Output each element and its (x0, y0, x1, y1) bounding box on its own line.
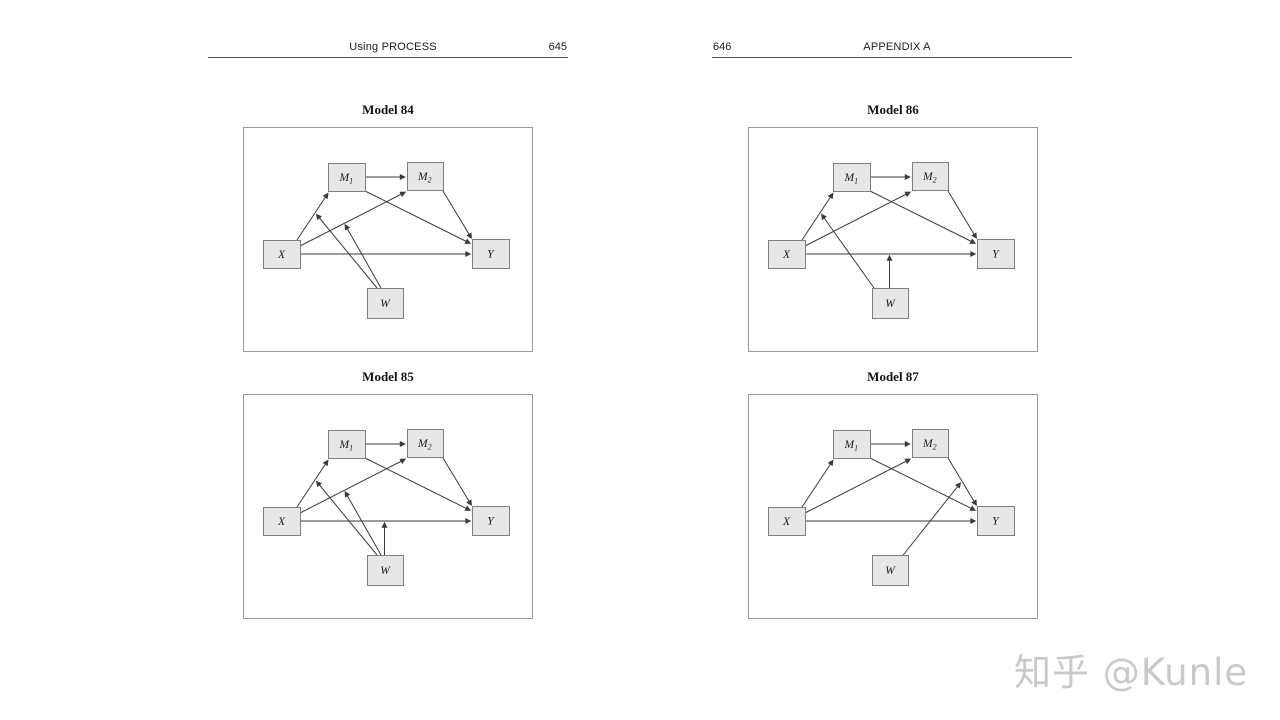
watermark: 知乎 @Kunle (1014, 651, 1249, 694)
model-84-node-X-label: X (277, 249, 286, 261)
model-86-edge-M2-Y-arrow (947, 190, 977, 240)
model-85-node-Y-box (472, 506, 510, 536)
model-85-node-W-box (367, 555, 404, 586)
model-84-node-W-label: W (380, 298, 391, 310)
model-85-node-X-box (263, 507, 301, 536)
page-number-left: 645 (548, 41, 567, 53)
model-86-edge-X-M1-arrow (801, 192, 834, 241)
model-85-moderation-W-on-X-M2-arrow (344, 490, 382, 556)
model-85-title: Model 85 (362, 369, 414, 384)
model-86-edge-X-M2-arrow (804, 191, 912, 247)
model-87-node-M1-box (833, 430, 871, 459)
model-85-node-X-label: X (277, 516, 286, 528)
model-84-node-Y-box (472, 239, 510, 269)
model-84-node-X-box (263, 240, 301, 269)
model-85-edge-M2-Y-arrow (442, 457, 472, 507)
model-86-node-W-box (872, 288, 909, 319)
model-85-node-M1-box (328, 430, 366, 459)
model-84-edge-M1-Y-arrow (364, 190, 472, 244)
model-84-moderation-W-on-X-M2-arrow (344, 223, 382, 289)
model-86-moderation-W-on-X-M1-arrow (820, 213, 875, 289)
model-87-node-M1-label: M1 (844, 439, 859, 453)
model-84-node-M2-box (407, 162, 444, 191)
model-86-node-X-box (768, 240, 806, 269)
model-84-node-M1-label: M1 (339, 172, 354, 186)
running-head-right: APPENDIX A (863, 41, 931, 53)
model-87-edge-X-M2-arrow (804, 458, 912, 514)
model-85-node-M2-label: M2 (417, 438, 432, 452)
model-87-diagram: M1 M2X Y W (748, 394, 1038, 619)
model-85-edge-X-M1-arrow (296, 459, 329, 508)
model-87-moderation-W-on-M2-Y-arrow (901, 482, 962, 557)
model-87-node-Y-label: Y (992, 516, 1000, 528)
model-87-edge-X-M1-arrow (801, 459, 834, 508)
model-86-frame (748, 127, 1038, 352)
model-85-node-M1-label: M1 (339, 439, 354, 453)
model-84-frame (243, 127, 533, 352)
model-87-edge-M1-Y-arrow (869, 457, 977, 511)
model-85-node-W-label: W (380, 565, 391, 577)
model-86-node-Y-label: Y (992, 249, 1000, 261)
model-84-title: Model 84 (362, 102, 414, 117)
model-87-node-M2-box (912, 429, 949, 458)
model-84-node-W-box (367, 288, 404, 319)
model-86-node-W-label: W (885, 298, 896, 310)
model-84-node-M2-label: M2 (417, 171, 432, 185)
model-86-node-Y-box (977, 239, 1015, 269)
model-85-edge-X-M2-arrow (299, 458, 407, 514)
model-87-node-W-label: W (885, 565, 896, 577)
model-86-edge-M1-Y-arrow (869, 190, 977, 244)
model-87-edge-M2-Y-arrow (947, 457, 977, 507)
model-86-node-M2-box (912, 162, 949, 191)
model-84-edge-X-M2-arrow (299, 191, 407, 247)
model-86-node-X-label: X (782, 249, 791, 261)
page-number-right: 646 (713, 41, 732, 53)
model-84-edge-X-M1-arrow (296, 192, 329, 241)
model-86-node-M1-box (833, 163, 871, 192)
model-84-edge-M2-Y-arrow (442, 190, 472, 240)
model-86-diagram: M1 M2X Y W (748, 127, 1038, 352)
model-87-title: Model 87 (867, 369, 919, 384)
right-page-header: 646 APPENDIX A (712, 40, 1072, 58)
model-87-frame (748, 394, 1038, 619)
model-87-node-X-label: X (782, 516, 791, 528)
model-87-node-M2-label: M2 (922, 438, 937, 452)
model-84-diagram: M1 M2X Y W (243, 127, 533, 352)
running-head-left: Using PROCESS (349, 41, 437, 53)
model-85-frame (243, 394, 533, 619)
model-87-node-Y-box (977, 506, 1015, 536)
model-85-moderation-W-on-X-M1-arrow (315, 480, 378, 556)
model-86-node-M1-label: M1 (844, 172, 859, 186)
model-86-node-M2-label: M2 (922, 171, 937, 185)
left-page-header: Using PROCESS 645 (208, 40, 568, 58)
model-87-node-X-box (768, 507, 806, 536)
model-85-node-M2-box (407, 429, 444, 458)
model-85-diagram: M1 M2X Y W (243, 394, 533, 619)
model-84-node-Y-label: Y (487, 249, 495, 261)
model-86-title: Model 86 (867, 102, 919, 117)
model-85-edge-M1-Y-arrow (364, 457, 472, 511)
model-85-node-Y-label: Y (487, 516, 495, 528)
model-84-node-M1-box (328, 163, 366, 192)
model-84-moderation-W-on-X-M1-arrow (315, 213, 378, 289)
model-87-node-W-box (872, 555, 909, 586)
